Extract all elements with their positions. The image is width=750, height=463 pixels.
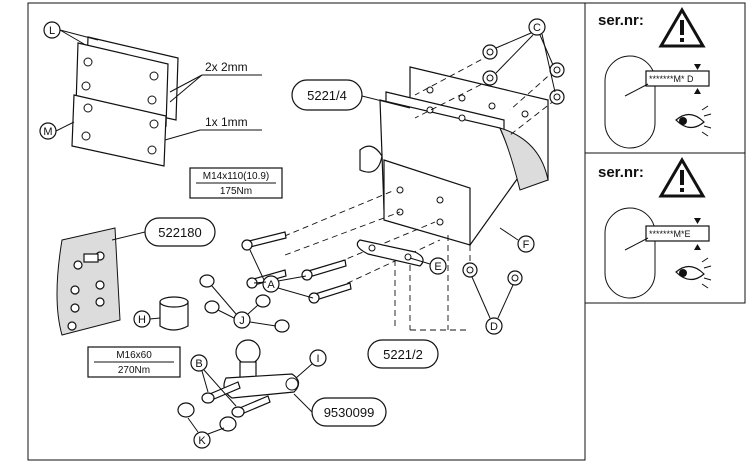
serial-sticker-outline-1: [604, 55, 656, 149]
warning-triangle-icon: [658, 157, 706, 198]
bolt-icon: [241, 231, 352, 304]
nut-icon: [199, 274, 290, 333]
svg-text:D: D: [490, 321, 498, 333]
spacer-2mm-label: 2x 2mm: [205, 60, 248, 74]
tow-ball: [223, 339, 300, 399]
svg-text:175Nm: 175Nm: [220, 186, 252, 197]
svg-text:H: H: [138, 314, 146, 326]
bracket-hook: [359, 145, 383, 173]
svg-text:K: K: [198, 435, 206, 447]
serial-code-1: *******M* D: [649, 74, 694, 84]
svg-text:B: B: [195, 358, 202, 370]
eye-icon: [675, 105, 712, 137]
bolt-icon: [177, 381, 271, 432]
serial-code-2: *******M*E: [649, 229, 691, 239]
serial-panel-2: ser.nr: *******M*E: [598, 157, 712, 299]
spacer-1mm-label: 1x 1mm: [205, 115, 248, 129]
serial-title-2: ser.nr:: [598, 164, 644, 181]
warning-triangle-icon: [658, 7, 706, 48]
svg-text:9530099: 9530099: [324, 405, 375, 420]
svg-text:C: C: [533, 22, 541, 34]
serial-panel-1: ser.nr: *******M* D: [598, 7, 712, 149]
callout-D: D: [471, 276, 514, 335]
serial-sticker-outline-2: [604, 207, 656, 299]
nut-icon: [462, 262, 523, 286]
callout-E: E: [409, 257, 447, 275]
part-number-electric-kit: 522180: [111, 217, 216, 247]
callout-J: J: [211, 285, 277, 329]
svg-text:270Nm: 270Nm: [118, 365, 150, 376]
nut-icon: [482, 44, 565, 105]
main-bracket: [359, 66, 549, 246]
svg-text:E: E: [434, 261, 441, 273]
callout-B: B: [190, 354, 237, 407]
serial-code-box-2: [645, 225, 710, 242]
callout-F: F: [499, 227, 535, 253]
svg-text:J: J: [239, 315, 245, 327]
callout-M: M: [39, 121, 75, 140]
svg-text:5221/4: 5221/4: [307, 88, 347, 103]
callout-K: K: [187, 417, 225, 449]
serial-title-1: ser.nr:: [598, 12, 644, 29]
callout-A: A: [249, 249, 314, 299]
svg-text:F: F: [523, 239, 530, 251]
svg-text:A: A: [267, 279, 275, 291]
bolt-spec-upper: M14x110(10.9) 175Nm: [189, 167, 283, 199]
lower-bracket: [356, 239, 424, 267]
svg-text:522180: 522180: [158, 225, 201, 240]
bolt-spec-lower: M16x60 270Nm: [87, 346, 181, 378]
callout-L: L: [43, 21, 99, 45]
callout-H: H: [133, 310, 161, 328]
part-number-main-bracket: 5221/4: [291, 79, 411, 111]
svg-text:M14x110(10.9): M14x110(10.9): [203, 171, 270, 182]
eye-icon: [675, 257, 712, 289]
svg-text:L: L: [49, 25, 55, 37]
svg-text:M16x60: M16x60: [116, 350, 152, 361]
svg-text:5221/2: 5221/2: [383, 347, 423, 362]
part-number-lower-bracket: 5221/2: [367, 339, 439, 369]
spacer-plate-1mm: [71, 94, 167, 167]
svg-text:M: M: [43, 126, 52, 138]
callout-I: I: [295, 349, 327, 379]
part-number-ball: 9530099: [293, 393, 387, 427]
callout-C: C: [495, 18, 556, 93]
serial-code-box-1: [645, 70, 710, 87]
plug-icon: [83, 253, 99, 263]
cap-icon: [159, 296, 189, 331]
svg-text:I: I: [316, 353, 319, 365]
electric-socket-plate: [56, 227, 121, 336]
bracket-holes: [396, 86, 529, 226]
